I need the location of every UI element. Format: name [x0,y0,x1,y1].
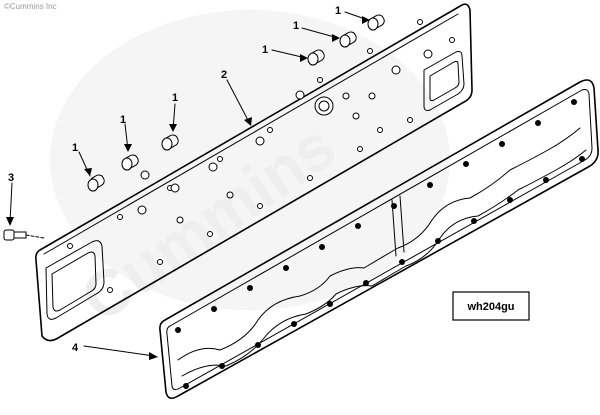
part-number-box: wh204gu [452,291,530,321]
callout-2: 2 [221,69,227,81]
gasket [159,79,599,400]
screw [3,229,45,241]
dowel-pin [307,49,325,66]
dowel-pin [161,134,179,151]
callout-1: 1 [72,142,78,154]
leader-lines [6,11,370,360]
callout-1: 1 [335,5,341,17]
watermark-ellipse [50,10,450,310]
dowel-pin [367,14,385,31]
callout-1: 1 [120,114,126,126]
watermark-group: Cummins [50,10,450,336]
dowel-pin [339,31,357,48]
dowel-pins [87,14,385,192]
plate [35,3,473,342]
copyright-text: ©Cummins Inc [4,2,57,11]
gasket-bolt-holes [175,99,585,389]
callout-1: 1 [172,92,178,104]
callout-4: 4 [72,342,79,354]
part-number-text: wh204gu [466,301,514,313]
dowel-pin [87,174,105,192]
callout-1: 1 [262,44,268,56]
dowel-pin [121,154,139,171]
callout-3: 3 [8,172,14,184]
plate-bolt-holes [67,19,455,293]
callout-1: 1 [293,20,299,32]
callout-labels: 1 1 1 1 1 1 2 3 4 [8,5,341,354]
